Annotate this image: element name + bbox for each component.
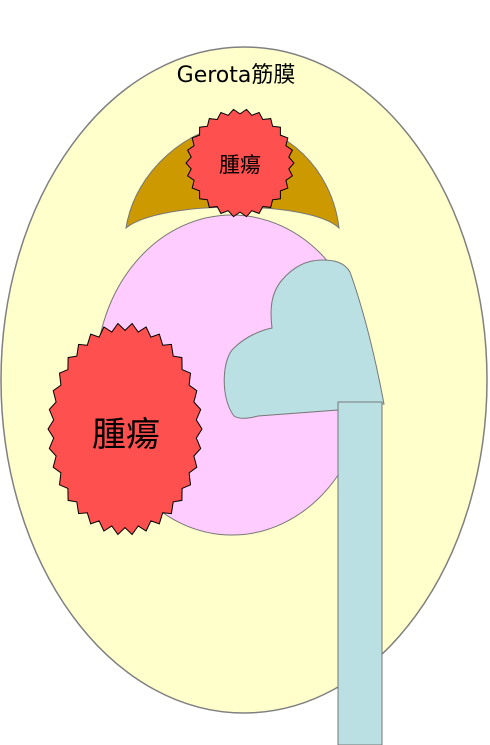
tumor-small-label: 腫瘍 <box>219 153 261 177</box>
tumor-large-label: 腫瘍 <box>92 415 160 455</box>
renal-pelvis <box>223 259 385 419</box>
tumor-large <box>47 322 203 536</box>
fascia-label: Gerota筋膜 <box>177 63 296 88</box>
ureter <box>337 401 383 745</box>
tumor-small <box>185 108 295 218</box>
